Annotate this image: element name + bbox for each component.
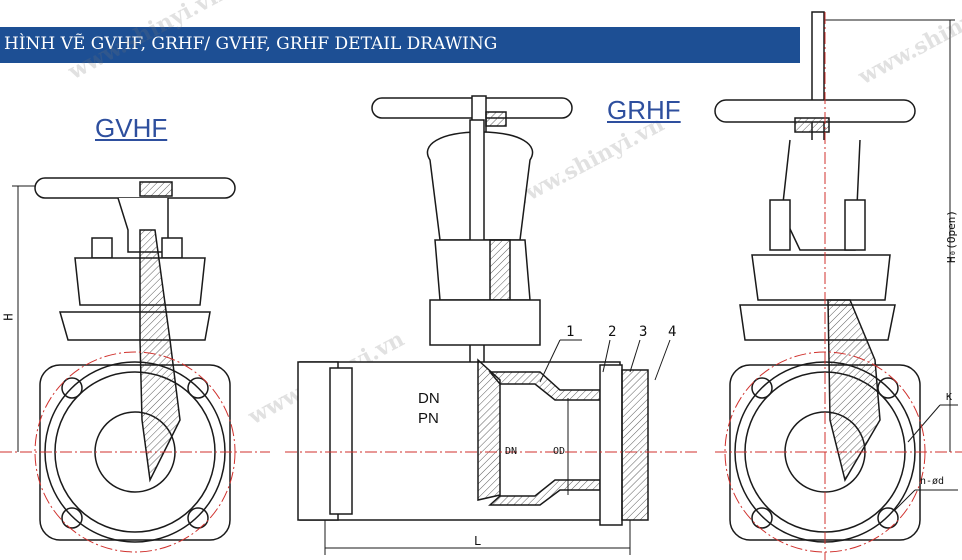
gvhf-centerlines (0, 351, 270, 553)
callout-1: 1 (566, 324, 575, 340)
dim-h0-open: H₀(Open) (944, 210, 958, 263)
callout-4: 4 (668, 324, 677, 340)
dim-od: OD (553, 446, 566, 457)
grhf-centerlines (715, 12, 962, 560)
header-bar (0, 27, 800, 63)
dim-dn: DN (505, 446, 518, 457)
label-pn-body: PN (418, 410, 439, 427)
label-k: K (946, 392, 953, 403)
dim-h: H (1, 313, 16, 321)
label-bolt-holes: n-ød (920, 476, 945, 487)
model-label-grhf: GRHF (607, 95, 681, 125)
grhf-side-view (714, 11, 958, 543)
gvhf-side-view (12, 177, 236, 543)
header-title: HÌNH VẼ GVHF, GRHF/ GVHF, GRHF DETAIL DR… (4, 34, 498, 54)
label-dn-body: DN (418, 390, 440, 407)
model-label-gvhf: GVHF (95, 113, 168, 143)
center-section-view (297, 95, 671, 555)
dim-l: L (474, 534, 482, 548)
callout-3: 3 (639, 324, 648, 340)
callout-2: 2 (608, 324, 617, 340)
